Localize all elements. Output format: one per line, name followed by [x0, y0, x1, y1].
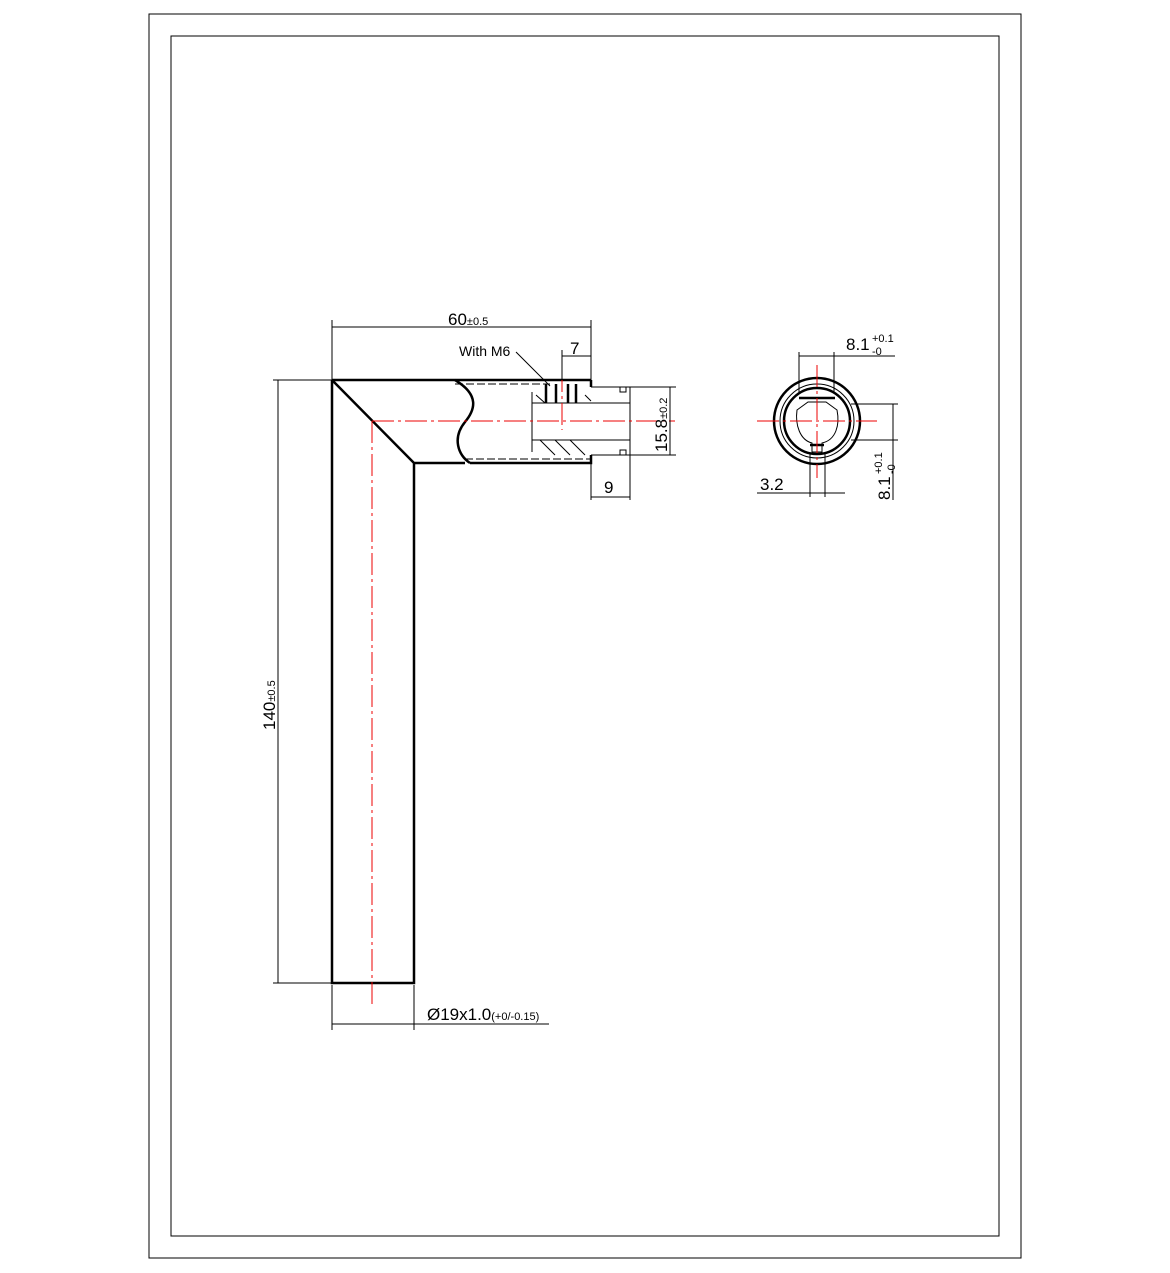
dim-square-h-lower: -0 [886, 464, 898, 474]
dim-60-tol: ±0.5 [467, 316, 488, 328]
dim-square-h: 8.1 [875, 476, 894, 500]
dim-7: 7 [570, 339, 579, 358]
dim-square-w-upper: +0.1 [872, 333, 894, 345]
outer-border [148, 13, 1022, 1259]
thread-note: With M6 [459, 343, 511, 359]
dim-square-w-lower: -0 [872, 346, 882, 358]
svg-text:140±0.5: 140±0.5 [260, 680, 279, 730]
dim-60: 60 [448, 310, 467, 329]
dim-140: 140 [260, 702, 279, 730]
handle-side-view [330, 370, 675, 1005]
dim-140-tol: ±0.5 [266, 680, 278, 701]
svg-text:60±0.5: 60±0.5 [448, 310, 488, 329]
dim-15-8: 15.8 [652, 419, 671, 452]
spindle-end-view: 8.1 +0.1 -0 8.1 +0.1 -0 3.2 [757, 333, 898, 500]
svg-text:Ø19x1.0(+0/-0.15): Ø19x1.0(+0/-0.15) [427, 1005, 539, 1024]
dimensions: 60±0.5 With M6 7 9 15.8±0.2 140±0.5 Ø19x… [260, 310, 676, 1030]
svg-text:8.1: 8.1 [846, 335, 870, 354]
svg-text:15.8±0.2: 15.8±0.2 [652, 398, 671, 452]
dim-square-h-upper: +0.1 [873, 452, 885, 474]
dim-15-8-tol: ±0.2 [658, 398, 670, 419]
inner-border [170, 35, 1000, 1237]
dim-9: 9 [604, 478, 613, 497]
dim-tube-tol: (+0/-0.15) [491, 1011, 539, 1023]
dim-tube: Ø19x1.0 [427, 1005, 491, 1024]
dim-slot: 3.2 [760, 475, 784, 494]
dim-square-w: 8.1 [846, 335, 870, 354]
